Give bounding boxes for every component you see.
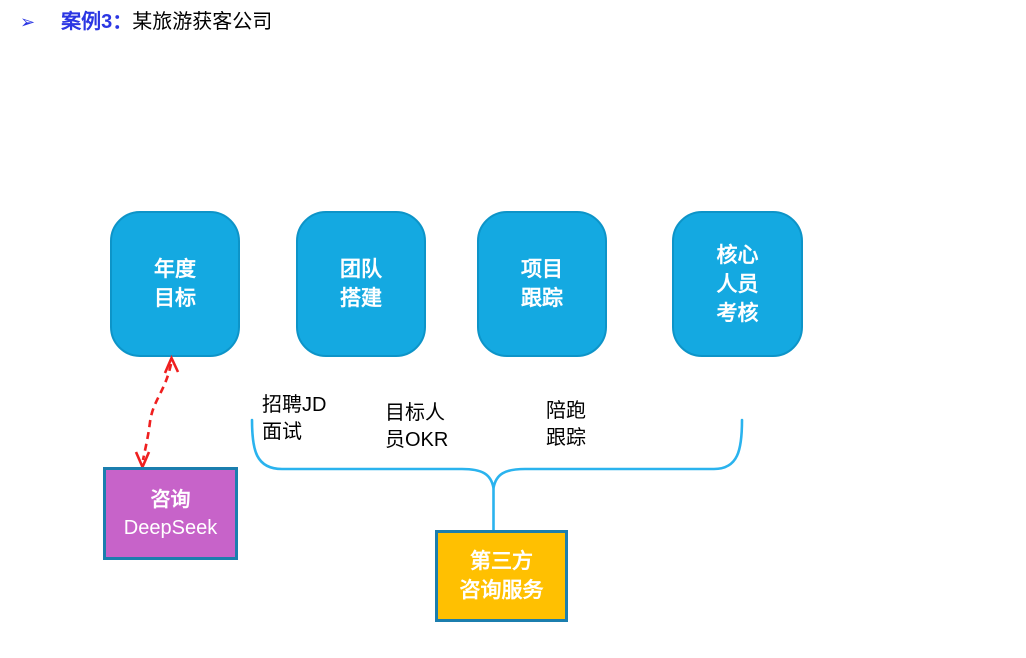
sublabel-coaching-tracking: 陪跑 跟踪 (546, 400, 586, 449)
process-box-team-building: 团队 搭建 (296, 211, 426, 357)
arrow-bullet-icon: ➢ (20, 12, 36, 32)
title-company-name: 某旅游获客公司 (132, 11, 273, 33)
consult-box-line1: 咨询 (150, 488, 191, 511)
sublabel-recruit-jd-interview: 招聘JD 面试 (262, 394, 327, 443)
process-box-core-staff-review: 核心 人员 考核 (672, 211, 803, 357)
title-text: 案例3：某旅游获客公司 (61, 9, 272, 35)
arrowhead-up-icon (163, 354, 180, 374)
third-party-service-box: 第三方 咨询服务 (435, 530, 568, 622)
process-box-project-tracking: 项目 跟踪 (477, 211, 607, 357)
sublabel-target-okr: 目标人 员OKR (385, 402, 449, 451)
consult-deepseek-box: 咨询 DeepSeek (103, 467, 238, 560)
red-dashed-double-arrow (134, 354, 180, 471)
process-box-annual-goal: 年度 目标 (110, 211, 240, 357)
arrowhead-down-icon (134, 451, 151, 471)
consult-box-line2: DeepSeek (123, 516, 218, 539)
title-case-label: 案例3： (61, 11, 133, 33)
page-title: ➢ 案例3：某旅游获客公司 (20, 9, 272, 35)
